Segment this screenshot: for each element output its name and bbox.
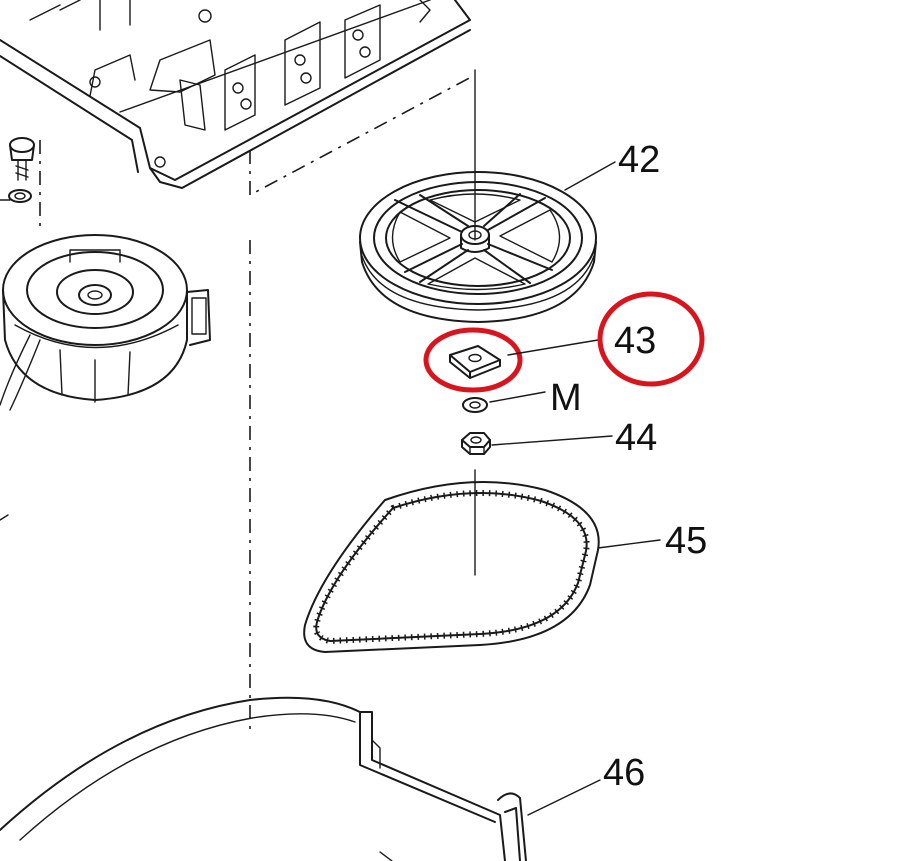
part-label-46: 46 [603,752,645,794]
washer-m [462,397,488,413]
part-label-43: 43 [614,320,656,362]
chassis-plate [0,0,471,189]
leader-line-46 [527,779,601,816]
highlight-ring-label [597,291,705,387]
part-label-42: 42 [618,139,660,181]
pulley-42 [359,171,597,323]
square-washer-43 [449,345,501,379]
leader-line-45 [597,539,661,549]
motor-assembly [0,234,211,521]
leader-line-44 [491,435,613,446]
guide-line-upper [249,74,476,197]
lower-cover-46 [0,696,527,861]
highlight-ring-washer [423,327,523,393]
part-label-m: M [550,377,582,419]
leader-line-m [489,391,546,403]
screw [0,137,41,230]
leader-line-42 [564,161,616,191]
hex-nut-44 [461,432,491,455]
drive-belt-45 [303,481,600,653]
part-label-45: 45 [665,520,707,562]
leader-line-43 [507,339,599,356]
part-label-44: 44 [615,417,657,459]
